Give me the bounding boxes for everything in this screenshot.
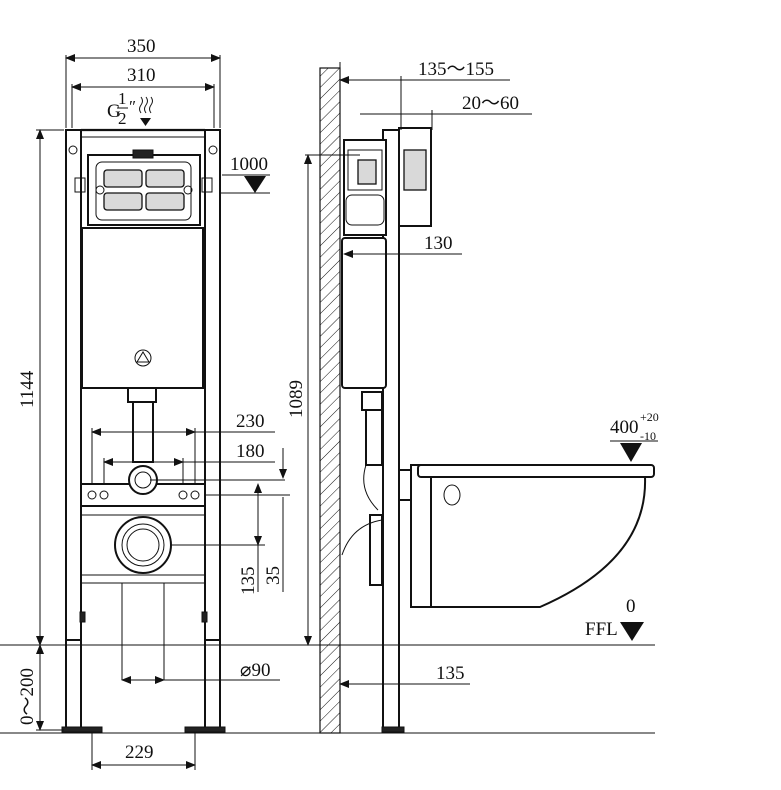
water-wave-icon <box>139 96 153 114</box>
dim-cistern-depth: 130 <box>424 233 453 254</box>
dim-feet-spacing: 229 <box>125 742 154 763</box>
wall-section <box>319 67 341 734</box>
dim-leg-adjust: 0～200 <box>17 668 38 725</box>
dim-small-offset: 35 <box>263 566 284 585</box>
inlet-numerator: 1 <box>118 89 127 108</box>
dim-frame-width-outer: 350 <box>127 36 156 57</box>
dim-pipe-spacing-outer: 230 <box>236 411 265 432</box>
inlet-denominator: 2 <box>118 109 127 128</box>
water-inlet-label: G 1 2 ″ <box>107 89 153 128</box>
triangle-down-icon <box>620 443 642 462</box>
outlet-ring <box>114 516 172 574</box>
dim-seat-tol-plus: +20 <box>640 410 659 424</box>
toilet-bowl <box>430 476 647 608</box>
dim-wall-depth: 135～155 <box>418 59 494 80</box>
cistern-tank <box>81 227 204 389</box>
dim-outlet-diameter: ⌀90 <box>240 660 270 681</box>
dim-floor-offset: 135 <box>436 663 465 684</box>
inlet-prefix: G <box>107 101 121 122</box>
dim-plate-depth: 20～60 <box>462 93 519 114</box>
dim-seat-tol-minus: -10 <box>640 429 656 443</box>
dim-outlet-height: 135 <box>238 567 259 596</box>
toilet-seat <box>417 464 655 478</box>
triangle-down-icon <box>620 622 644 641</box>
flush-bracket <box>87 154 201 226</box>
front-view: G 1 2 ″ 350 310 1000 1144 <box>17 36 290 770</box>
side-cistern-top <box>343 139 387 236</box>
floor-level-label: FFL <box>585 619 618 640</box>
dim-bracket-height: 1089 <box>286 380 307 418</box>
dim-seat-height: 400 <box>610 417 639 438</box>
dim-height-total: 1144 <box>17 370 38 408</box>
floor-level-value: 0 <box>626 596 636 617</box>
dim-button-height: 1000 <box>230 154 268 175</box>
triangle-down-icon <box>244 176 266 193</box>
inlet-mark: ″ <box>129 97 136 116</box>
dim-pipe-spacing-inner: 180 <box>236 441 265 462</box>
side-view: 135～155 20～60 130 1089 400 +20 -10 0 FFL… <box>286 59 659 734</box>
side-cistern-body <box>341 237 387 389</box>
dim-frame-width-inner: 310 <box>127 65 156 86</box>
brand-logo-icon <box>134 349 152 367</box>
